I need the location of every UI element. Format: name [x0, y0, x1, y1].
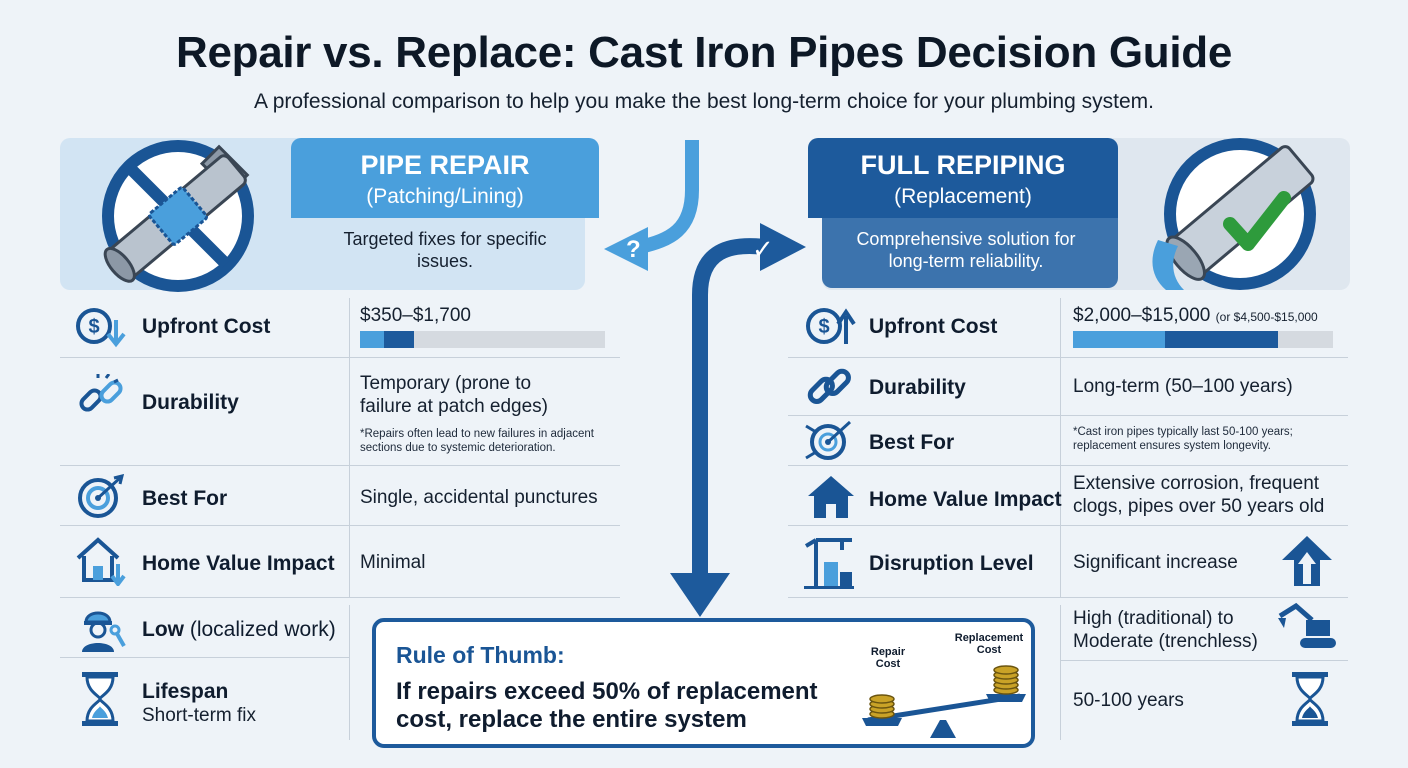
replace-durability-value: Long-term (50–100 years)	[1073, 376, 1293, 397]
question-mark: ?	[626, 236, 641, 263]
page-title: Repair vs. Replace: Cast Iron Pipes Deci…	[175, 28, 1233, 77]
replace-lower-separator	[1060, 605, 1061, 740]
repair-cost-label: Upfront Cost	[142, 315, 271, 338]
repair-disruption-level: Low	[142, 618, 184, 641]
decision-arrows	[604, 140, 806, 617]
svg-text:$: $	[818, 316, 829, 338]
replace-disruption-value: Significant increase	[1073, 552, 1238, 573]
replace-cost-range: $2,000–$15,000	[1073, 305, 1211, 326]
hourglass-icon	[1292, 672, 1328, 726]
repair-durability-value: Temporary (prone to failure at patch edg…	[360, 373, 549, 417]
balance-scale-icon	[862, 665, 1026, 738]
replace-row-sep	[788, 525, 1348, 526]
replace-col-separator	[1060, 298, 1061, 598]
repair-bestfor-label: Best For	[142, 487, 228, 510]
repair-cost-bar-fill-dark	[384, 331, 414, 348]
repair-lower-separator	[349, 605, 350, 740]
replace-row-sep	[788, 415, 1348, 416]
repair-lifespan-label: Lifespan	[142, 680, 229, 703]
replace-header-banner	[808, 138, 1118, 218]
replace-cost-bar-fill-light	[1073, 331, 1165, 348]
replace-cost-bar-fill-dark	[1165, 331, 1278, 348]
replace-row-sep	[788, 597, 1348, 598]
repair-homevalue-value: Minimal	[360, 552, 426, 573]
replace-row-sep	[788, 465, 1348, 466]
repair-disruption-label: Low (localized work)	[142, 618, 336, 642]
construction-crane-icon	[804, 538, 854, 589]
replace-title: FULL REPIPING	[860, 150, 1066, 180]
replace-description: Comprehensive solution for long-term rel…	[856, 229, 1076, 271]
repair-cost-bar-fill-light	[360, 331, 384, 348]
hourglass-icon	[82, 672, 118, 726]
repair-col-separator	[349, 298, 350, 598]
replace-row-sep	[1060, 660, 1348, 661]
repair-row-sep	[60, 465, 620, 466]
rule-title: Rule of Thumb:	[396, 642, 565, 668]
repair-homevalue-label: Home Value Impact	[142, 552, 335, 575]
repair-row-sep	[60, 657, 350, 658]
repair-row-sep	[60, 525, 620, 526]
worker-icon	[82, 611, 126, 652]
replace-cost-extra: (or $4,500-$15,000	[1215, 310, 1318, 324]
replace-homevalue-value: Extensive corrosion, frequent clogs, pip…	[1073, 473, 1325, 517]
replace-lifespan-value: 50-100 years	[1073, 690, 1184, 711]
broken-link-icon	[79, 374, 123, 412]
repair-header-banner	[291, 138, 599, 218]
replace-homevalue-label: Home Value Impact	[869, 488, 1062, 511]
repair-disruption-detail: (localized work)	[189, 618, 336, 641]
repair-durability-note: *Repairs often lead to new failures in a…	[360, 428, 594, 454]
repair-row-sep	[60, 597, 620, 598]
repair-subtitle: (Patching/Lining)	[366, 185, 524, 208]
replace-cost-bar	[1073, 331, 1333, 348]
repair-bestfor-value: Single, accidental punctures	[360, 487, 598, 508]
repair-lifespan-value: Short-term fix	[142, 705, 257, 726]
replace-durability-label: Durability	[869, 376, 966, 399]
house-up-icon	[1282, 536, 1332, 586]
repair-cost-bar	[360, 331, 605, 348]
target-arrows-icon	[805, 420, 852, 460]
svg-text:$: $	[88, 316, 99, 338]
target-icon	[78, 474, 125, 518]
scale-label-replacement: Replacement Cost	[954, 632, 1024, 656]
chain-link-icon	[807, 368, 851, 404]
replace-cost-value: $2,000–$15,000 (or $4,500-$15,000	[1073, 304, 1318, 329]
check-mark: ✓	[752, 234, 774, 264]
repair-durability-label: Durability	[142, 391, 239, 414]
new-pipe-check-icon	[1152, 138, 1316, 290]
repair-cost-value: $350–$1,700	[360, 305, 471, 326]
replace-subtitle: (Replacement)	[894, 185, 1032, 208]
house-down-icon	[76, 537, 126, 586]
dollar-up-icon: $	[806, 308, 856, 344]
replace-bestfor-note: *Cast iron pipes typically last 50-100 y…	[1073, 426, 1293, 452]
replace-cost-label: Upfront Cost	[869, 315, 998, 338]
replace-disruption-detail: High (traditional) to Moderate (trenchle…	[1073, 608, 1258, 652]
dollar-down-icon: $	[76, 308, 126, 348]
replace-row-sep	[788, 357, 1348, 358]
repair-row-sep	[60, 357, 620, 358]
excavator-icon	[1278, 602, 1336, 648]
replace-bestfor-label: Best For	[869, 431, 955, 454]
replace-header-body	[822, 210, 1118, 288]
repair-description: Targeted fixes for specific issues.	[343, 229, 547, 271]
page-subtitle: A professional comparison to help you ma…	[254, 90, 1154, 113]
repair-title: PIPE REPAIR	[360, 150, 530, 180]
rule-text: If repairs exceed 50% of replacement cos…	[396, 678, 818, 733]
pipe-wrench-icon	[102, 140, 254, 292]
rule-of-thumb-box: Rule of Thumb: If repairs exceed 50% of …	[372, 618, 1035, 748]
scale-label-repair: Repair Cost	[870, 646, 906, 670]
replace-disruption-label: Disruption Level	[869, 552, 1034, 575]
house-icon	[808, 476, 854, 518]
